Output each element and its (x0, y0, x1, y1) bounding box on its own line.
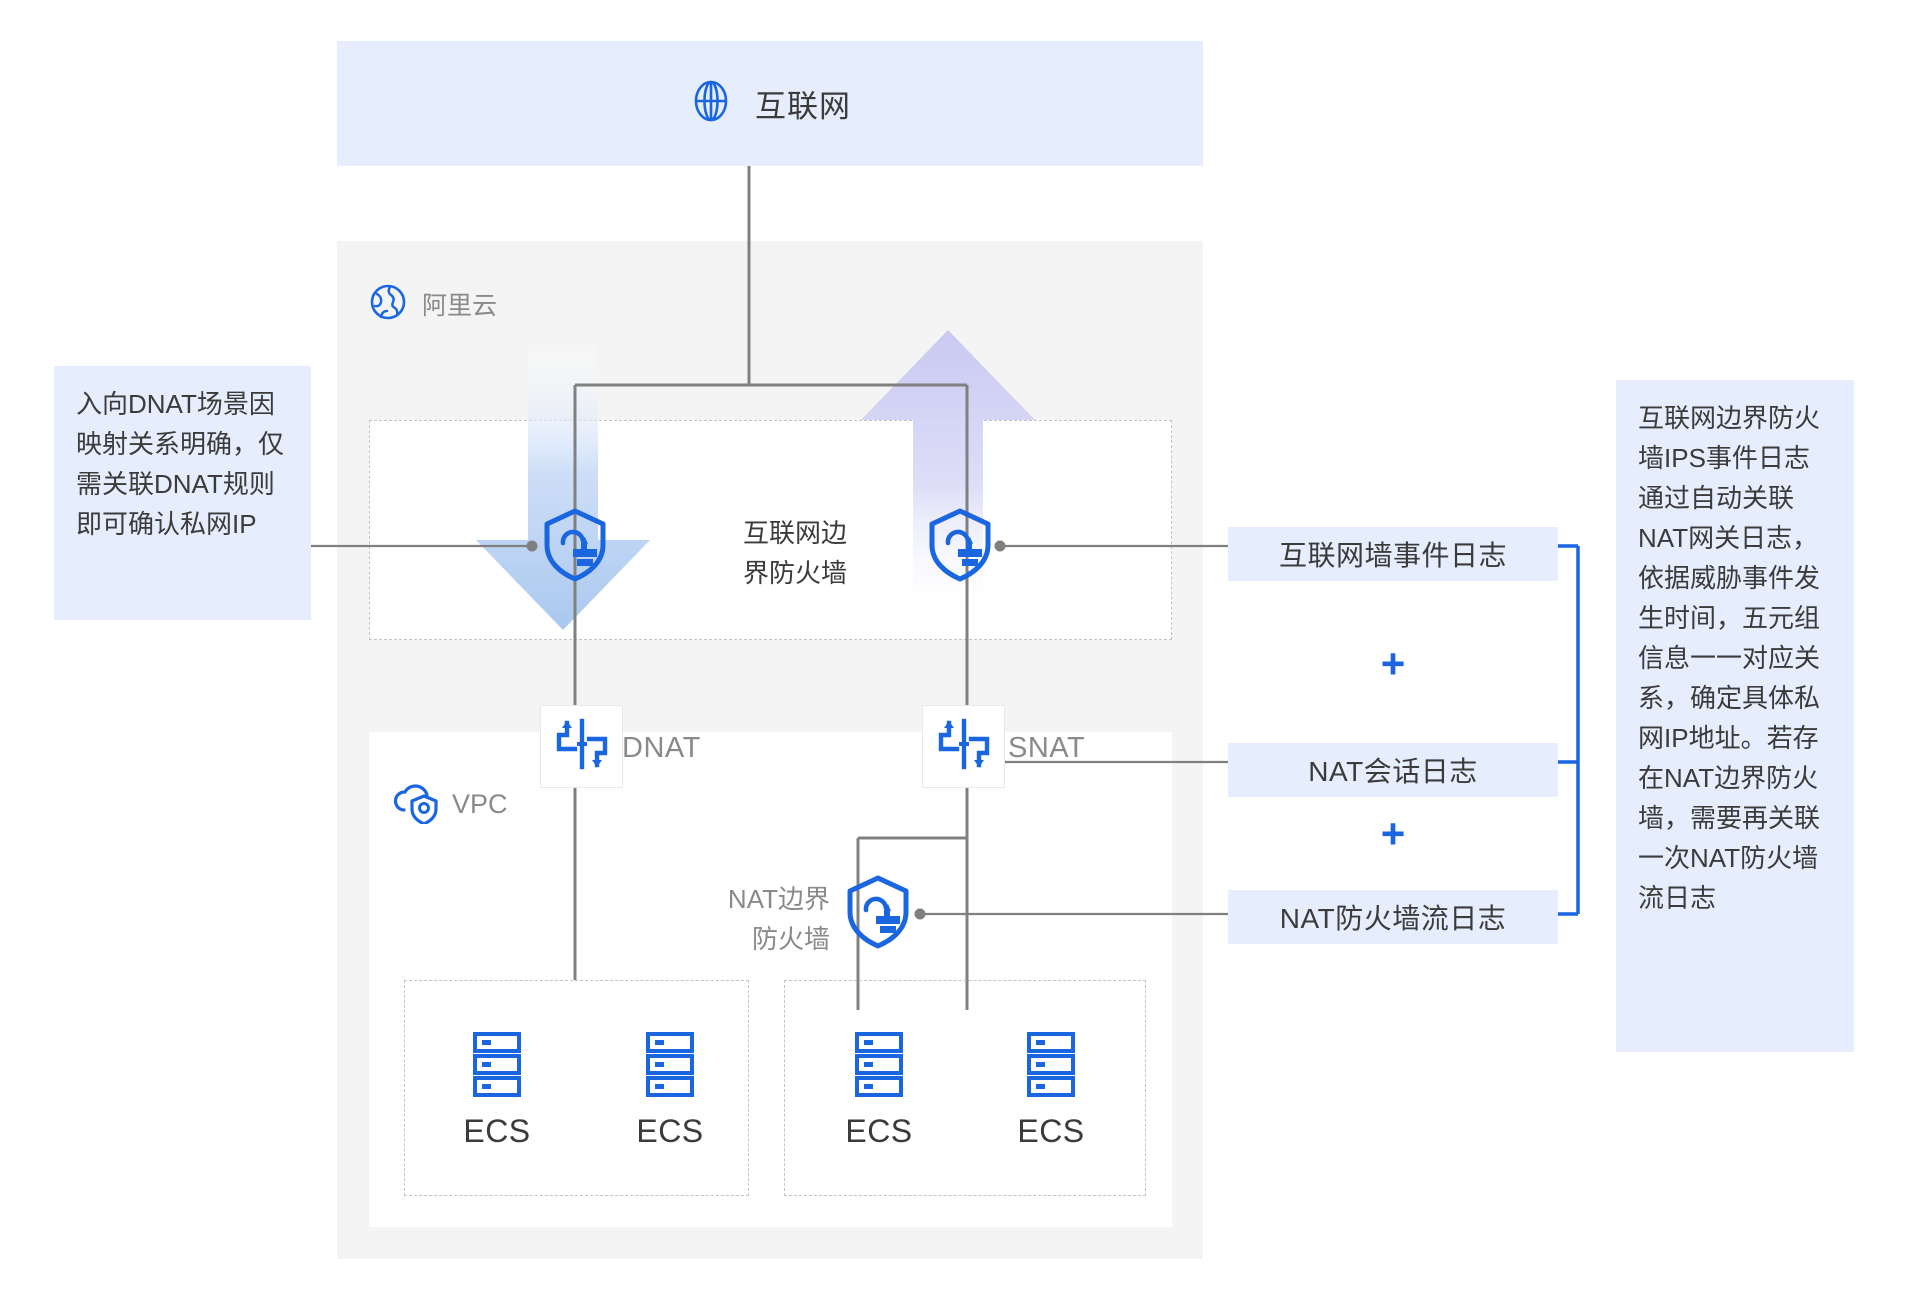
right-annotation-callout: 互联网边界防火墙IPS事件日志通过自动关联NAT网关日志，依据威胁事件发生时间，… (1616, 380, 1854, 1052)
ecs-group-right: ECS ECS (784, 980, 1146, 1196)
internet-border-firewall-label-line1: 互联网边 (742, 518, 847, 548)
internet-border-firewall-label: 互联网边 界防火墙 (700, 513, 890, 593)
vpc-label: VPC (452, 788, 508, 819)
vpc-container (369, 732, 1172, 1227)
server-rack-icon (855, 1032, 903, 1097)
cloud-firewall-shield-icon (838, 872, 918, 957)
vpc-header: VPC (392, 778, 612, 830)
server-rack-icon (473, 1032, 521, 1097)
ecs-label: ECS (636, 1113, 704, 1149)
ecs-label: ECS (463, 1113, 531, 1149)
cloud-shield-icon (392, 780, 440, 829)
snat-label: SNAT (1008, 732, 1086, 764)
earth-globe-icon (368, 282, 408, 327)
nat-border-firewall-label-line1: NAT边界 (727, 884, 830, 914)
log-chip-internet-wall-event-log[interactable]: 互联网墙事件日志 (1228, 527, 1558, 581)
snat-node[interactable] (922, 705, 1005, 788)
cloud-firewall-shield-icon (920, 505, 1000, 590)
ecs-group-left: ECS ECS (404, 980, 749, 1196)
nat-gateway-icon (935, 715, 993, 778)
nat-gateway-icon (553, 715, 611, 778)
log-chip-nat-firewall-flow-log[interactable]: NAT防火墙流日志 (1228, 890, 1558, 944)
internet-label: 互联网 (755, 89, 851, 124)
log-chip-label: NAT会话日志 (1308, 756, 1478, 787)
aliyun-cloud-label: 阿里云 (422, 292, 498, 320)
server-rack-icon (646, 1032, 694, 1097)
globe-icon (689, 79, 733, 128)
left-annotation-callout: 入向DNAT场景因映射关系明确，仅需关联DNAT规则即可确认私网IP (54, 366, 311, 620)
log-chip-label: NAT防火墙流日志 (1279, 903, 1507, 934)
ecs-instance[interactable]: ECS (991, 1029, 1111, 1150)
log-chip-nat-session-log[interactable]: NAT会话日志 (1228, 743, 1558, 797)
internet-border-firewall-label-line2: 界防火墙 (742, 558, 847, 588)
nat-border-firewall-label-line2: 防火墙 (751, 924, 830, 954)
internet-zone: 互联网 (337, 41, 1203, 166)
aliyun-cloud-header: 阿里云 (368, 281, 668, 327)
cloud-firewall-shield-icon (535, 505, 615, 590)
ecs-instance[interactable]: ECS (610, 1029, 730, 1150)
ecs-label: ECS (845, 1113, 913, 1149)
dnat-node[interactable] (540, 705, 623, 788)
plus-icon: + (1380, 640, 1406, 687)
plus-icon: + (1380, 810, 1406, 857)
dnat-label: DNAT (622, 732, 701, 764)
ecs-instance[interactable]: ECS (819, 1029, 939, 1150)
log-chip-label: 互联网墙事件日志 (1278, 540, 1507, 571)
nat-border-firewall-label: NAT边界 防火墙 (660, 879, 830, 959)
server-rack-icon (1027, 1032, 1075, 1097)
ecs-instance[interactable]: ECS (437, 1029, 557, 1150)
ecs-label: ECS (1017, 1113, 1085, 1149)
